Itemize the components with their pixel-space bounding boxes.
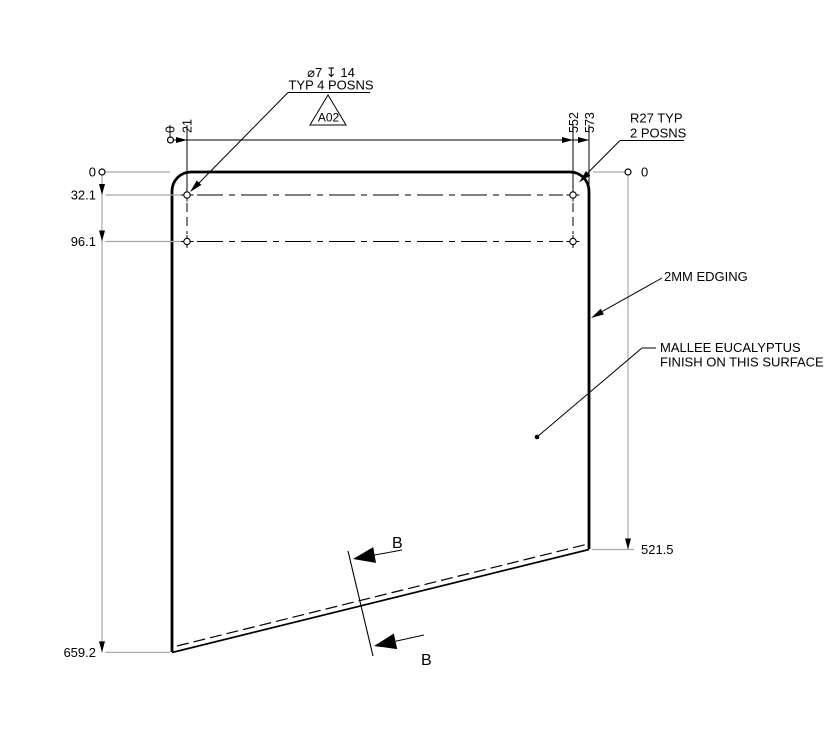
radius-callout-spec: R27 TYP (630, 111, 683, 126)
finish-callout-line1: MALLEE EUCALYPTUS (660, 340, 801, 355)
left-dim-label-32: 32.1 (71, 188, 96, 203)
section-arrow-line-top (374, 549, 403, 556)
dim-arrow (99, 184, 105, 195)
top-dim-label-0: 0 (164, 126, 178, 133)
hole-callout-leader (198, 92, 289, 184)
hole-callout-spec: ⌀7 ↧ 14 (307, 65, 355, 80)
radius-callout: R27 TYP 2 POSNS (579, 111, 687, 183)
finish-callout-line2: FINISH ON THIS SURFACE (660, 355, 824, 370)
panel-bottom-hidden-edge (176, 543, 589, 647)
section-arrow-bottom (374, 633, 398, 650)
section-arrow-line-bottom (395, 634, 425, 642)
hole-markers (180, 188, 580, 248)
hole-centerlines (186, 194, 574, 242)
hole-callout: ⌀7 ↧ 14 TYP 4 POSNS A02 (190, 65, 374, 192)
left-dim-label-96: 96.1 (71, 234, 96, 249)
dim-arrow (625, 538, 631, 550)
dim-arrow (176, 137, 187, 143)
panel-bottom-edge (171, 548, 590, 654)
section-marks: B B (347, 535, 432, 669)
right-dimension: 0 521.5 (592, 165, 674, 557)
right-datum-circle (624, 168, 632, 176)
finish-callout-leader (536, 347, 656, 438)
section-arrow-top (353, 547, 376, 563)
finish-callout: MALLEE EUCALYPTUS FINISH ON THIS SURFACE (534, 340, 824, 440)
tag-label: A02 (318, 111, 340, 125)
top-dimension: 0 21 552 573 (164, 112, 597, 191)
left-dim-label-0: 0 (89, 165, 96, 180)
edging-callout-label: 2MM EDGING (664, 269, 748, 284)
hole-marker (180, 235, 194, 248)
leader-arrow (579, 171, 591, 183)
section-label-top: B (392, 535, 403, 552)
top-dim-label-552: 552 (567, 112, 581, 133)
hole-callout-typ: TYP 4 POSNS (288, 78, 373, 93)
dim-arrow (99, 230, 105, 242)
dim-arrow (99, 641, 105, 653)
radius-callout-typ: 2 POSNS (630, 126, 687, 141)
section-cut-line (347, 550, 374, 657)
leader-arrow (190, 180, 202, 192)
section-label-bottom: B (421, 652, 432, 669)
edging-callout-leader (601, 277, 663, 313)
hole-marker (566, 235, 580, 248)
top-dim-label-21: 21 (181, 119, 195, 133)
left-dimension: 0 32.1 96.1 659.2 (63, 165, 180, 660)
leader-arrow (591, 308, 604, 318)
radius-callout-leader (587, 140, 621, 173)
panel-outline (170, 170, 591, 654)
left-dim-label-659: 659.2 (63, 645, 96, 660)
panel-corner-top-left (170, 170, 192, 192)
right-dim-label-521: 521.5 (641, 542, 674, 557)
right-dim-label-0: 0 (641, 165, 648, 180)
edging-callout: 2MM EDGING (591, 269, 748, 318)
leader-dot (534, 434, 540, 440)
dim-arrow (578, 137, 589, 143)
dim-arrow (562, 137, 573, 143)
tag-triangle (309, 94, 347, 126)
top-dim-label-573: 573 (583, 112, 597, 133)
left-datum-circle (98, 168, 106, 176)
top-datum-circle (166, 136, 175, 144)
